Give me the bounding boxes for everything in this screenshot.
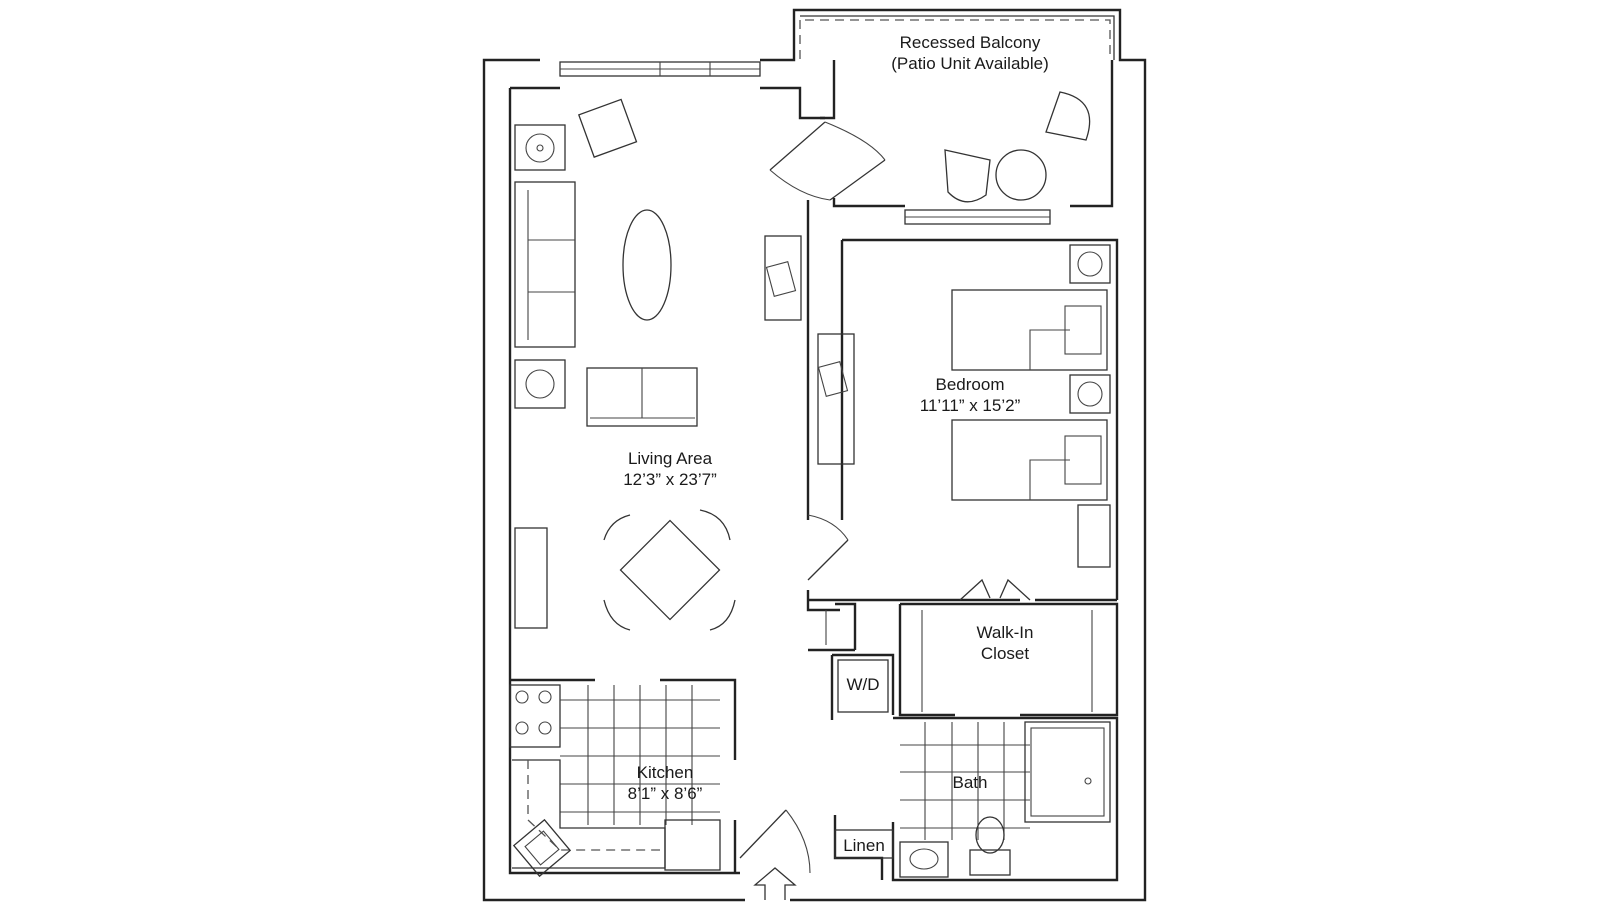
door-swing-icon [959, 578, 1031, 601]
dining-table-icon [603, 509, 736, 631]
armchair-icon [944, 149, 991, 203]
bedroom-label: Bedroom 11’11” x 15’2” [919, 375, 1021, 415]
door-swing-icon [807, 514, 849, 581]
sofa-icon [514, 181, 576, 348]
lamp-table-icon [1069, 374, 1111, 414]
exterior-walls [482, 8, 1147, 902]
console-icon [514, 527, 548, 629]
door-swing-icon [739, 809, 811, 874]
stove-icon [509, 684, 561, 748]
armchair-icon [577, 98, 638, 158]
bath-sink-icon [899, 841, 949, 878]
wd-label: W/D [846, 675, 880, 694]
coffee-table-icon [622, 209, 672, 321]
linen-shelf [834, 829, 894, 859]
window-icon [559, 61, 761, 77]
toilet-icon [969, 816, 1011, 876]
closet-rod-icon [825, 610, 1093, 712]
kitchen-label: Kitchen 8’1” x 8’6” [627, 763, 703, 803]
linen-label: Linen [843, 836, 885, 855]
bath-label: Bath [952, 773, 988, 792]
lamp-table-icon [1069, 244, 1111, 284]
refrigerator-icon [664, 819, 721, 871]
lamp-table-icon [514, 124, 566, 171]
entry-arrow-icon [753, 867, 797, 900]
shower-icon [1024, 721, 1111, 823]
dresser-icon [1077, 504, 1111, 568]
armchair-icon [1045, 91, 1091, 141]
bed-icon [951, 289, 1108, 371]
bed-icon [951, 419, 1108, 501]
closet-label: Walk-In Closet [976, 623, 1034, 663]
side-table-icon [995, 149, 1047, 201]
door-swing-icon [769, 121, 886, 201]
living-area-label: Living Area 12’3” x 23’7” [623, 449, 717, 489]
loveseat-icon [586, 367, 698, 427]
lamp-table-icon [514, 359, 566, 409]
kitchen-tile-grid [560, 685, 720, 825]
window-icon [904, 209, 1051, 225]
washer-dryer-icon [837, 659, 889, 713]
bath-tile-grid [900, 722, 1030, 840]
sink-icon [512, 818, 572, 878]
balcony-label: Recessed Balcony (Patio Unit Available) [891, 33, 1049, 73]
desk-icon [764, 235, 802, 321]
desk-icon [817, 333, 855, 465]
